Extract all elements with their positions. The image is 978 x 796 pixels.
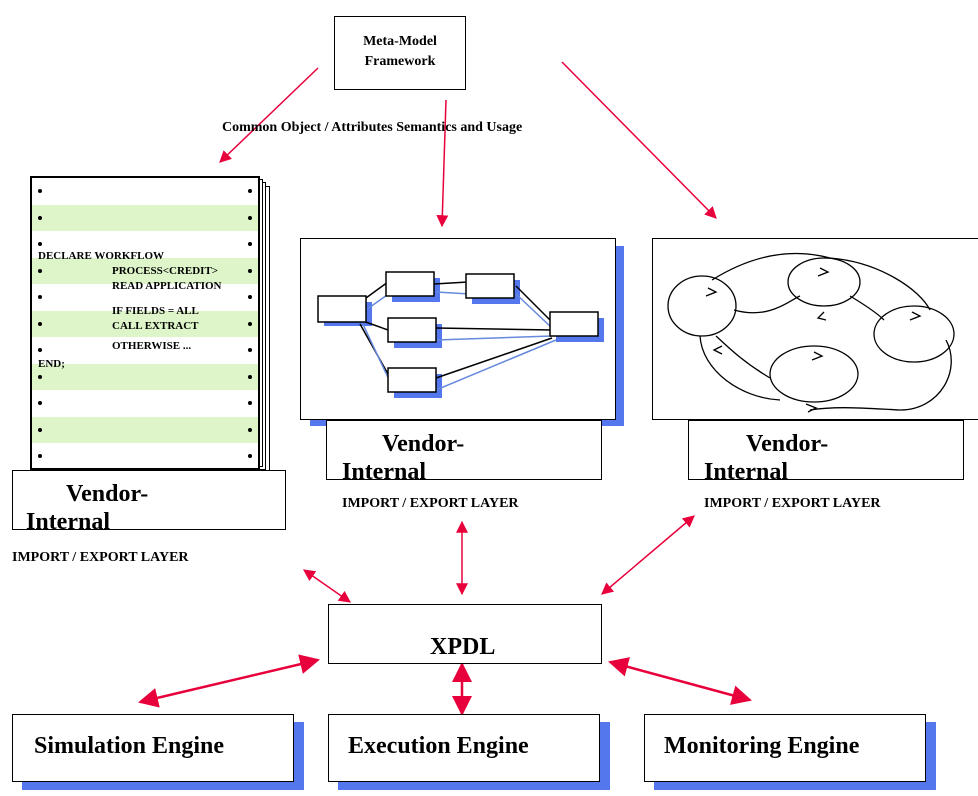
code-page-row (32, 284, 258, 312)
code-line-2: PROCESS<CREDIT> (112, 265, 219, 277)
punch-dot (38, 189, 42, 194)
code-page-row (32, 310, 258, 338)
punch-dot (248, 295, 252, 300)
process-node-c (387, 317, 437, 343)
process-node-d (387, 367, 437, 393)
code-line-7: END; (38, 358, 65, 370)
code-page (30, 176, 260, 470)
punch-dot (248, 268, 252, 273)
vendor-center-line1: Vendor- (382, 431, 465, 457)
code-line-1: DECLARE WORKFLOW (38, 250, 165, 262)
punch-dot (38, 374, 42, 379)
arrow-left-xpdl (303, 569, 351, 603)
process-node-start (317, 295, 367, 323)
state-node-1 (667, 275, 737, 337)
punch-dot (38, 401, 42, 406)
code-line-3: READ APPLICATION (112, 280, 222, 292)
code-page-row (32, 443, 258, 468)
code-line-5: CALL EXTRACT (112, 320, 199, 332)
vendor-center-line2: Internal (342, 459, 426, 485)
right-state-panel (652, 238, 978, 420)
code-page-row (32, 390, 258, 418)
code-line-4: IF FIELDS = ALL (112, 305, 199, 317)
arrow-xpdl-monitoring (608, 657, 752, 705)
simulation-engine-box (12, 714, 294, 782)
code-page-row (32, 416, 258, 444)
arrow-meta-to-center (436, 99, 449, 228)
arrow-meta-to-right (561, 61, 717, 219)
punch-dot (248, 215, 252, 220)
punch-dot (38, 215, 42, 220)
punch-dot (248, 454, 252, 459)
vendor-box-right (688, 420, 964, 480)
punch-dot (248, 401, 252, 406)
xpdl-box (328, 604, 602, 664)
common-semantics-label: Common Object / Attributes Semantics and… (222, 120, 523, 135)
vendor-left-line1: Vendor- (66, 481, 149, 507)
punch-dot (38, 321, 42, 326)
punch-dot (248, 427, 252, 432)
punch-dot (248, 374, 252, 379)
punch-dot (248, 242, 252, 247)
punch-dot (38, 348, 42, 353)
arrow-meta-to-left (219, 67, 319, 163)
code-page-row (32, 257, 258, 285)
punch-dot (38, 454, 42, 459)
punch-dot (248, 189, 252, 194)
monitoring-engine-box (644, 714, 926, 782)
vendor-left-line2: Internal (26, 509, 110, 535)
process-node-end (549, 311, 599, 337)
arrow-right-xpdl (601, 515, 695, 595)
punch-dot (38, 295, 42, 300)
vendor-box-center (326, 420, 602, 480)
vendor-right-line1: Vendor- (746, 431, 829, 457)
code-page-row (32, 337, 258, 365)
layer-label-right: IMPORT / EXPORT LAYER (704, 496, 881, 511)
arrow-xpdl-simulation (138, 654, 320, 708)
state-node-4 (769, 345, 859, 403)
vendor-right-line2: Internal (704, 459, 788, 485)
meta-model-title: Meta-Model Framework (363, 34, 437, 69)
process-node-b (465, 273, 515, 299)
simulation-engine-label: Simulation Engine (34, 733, 225, 759)
xpdl-label: XPDL (430, 634, 496, 660)
state-node-2 (787, 257, 861, 307)
monitoring-engine-label: Monitoring Engine (664, 733, 860, 759)
punch-dot (38, 242, 42, 247)
punch-dot (248, 348, 252, 353)
execution-engine-box (328, 714, 600, 782)
punch-dot (38, 268, 42, 273)
layer-label-center: IMPORT / EXPORT LAYER (342, 496, 519, 511)
code-line-6: OTHERWISE ... (112, 340, 192, 352)
punch-dot (248, 321, 252, 326)
process-node-a (385, 271, 435, 297)
meta-model-box (334, 16, 466, 90)
execution-engine-label: Execution Engine (348, 733, 529, 759)
state-node-3 (873, 305, 955, 363)
punch-dot (38, 427, 42, 432)
vendor-box-left (12, 470, 286, 530)
layer-label-left: IMPORT / EXPORT LAYER (12, 550, 189, 565)
